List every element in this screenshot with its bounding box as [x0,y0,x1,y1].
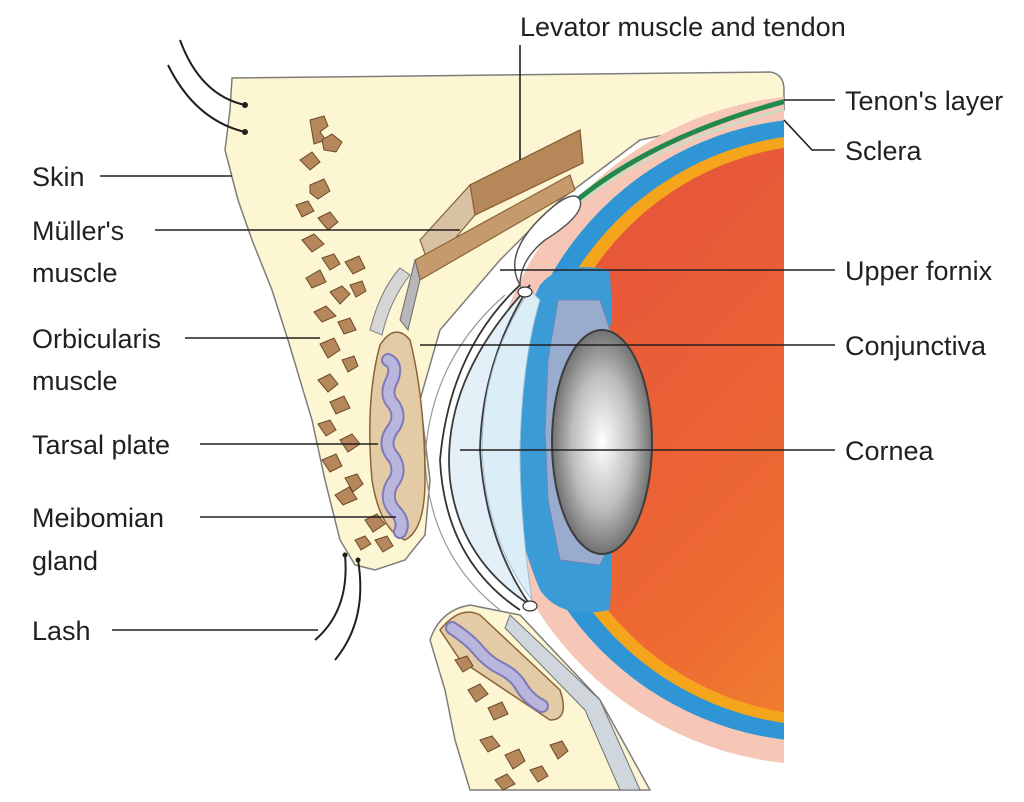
label-orbicularis-2: muscle [32,366,118,396]
label-cornea: Cornea [845,436,935,466]
label-muller-1: Müller's [32,216,124,246]
label-orbicularis-1: Orbicularis [32,324,161,354]
label-muller-2: muscle [32,258,118,288]
label-tarsal-plate: Tarsal plate [32,430,170,460]
label-levator: Levator muscle and tendon [520,12,846,42]
label-meibomian-1: Meibomian [32,503,164,533]
label-upper-fornix: Upper fornix [845,256,993,286]
leader-sclera [784,120,835,150]
label-conjunctiva: Conjunctiva [845,331,987,361]
label-tenon: Tenon's layer [845,86,1003,116]
label-lash: Lash [32,616,91,646]
label-meibomian-2: gland [32,546,98,576]
label-sclera: Sclera [845,136,923,166]
label-skin: Skin [32,162,85,192]
lashes [315,555,360,660]
lens [552,330,652,554]
